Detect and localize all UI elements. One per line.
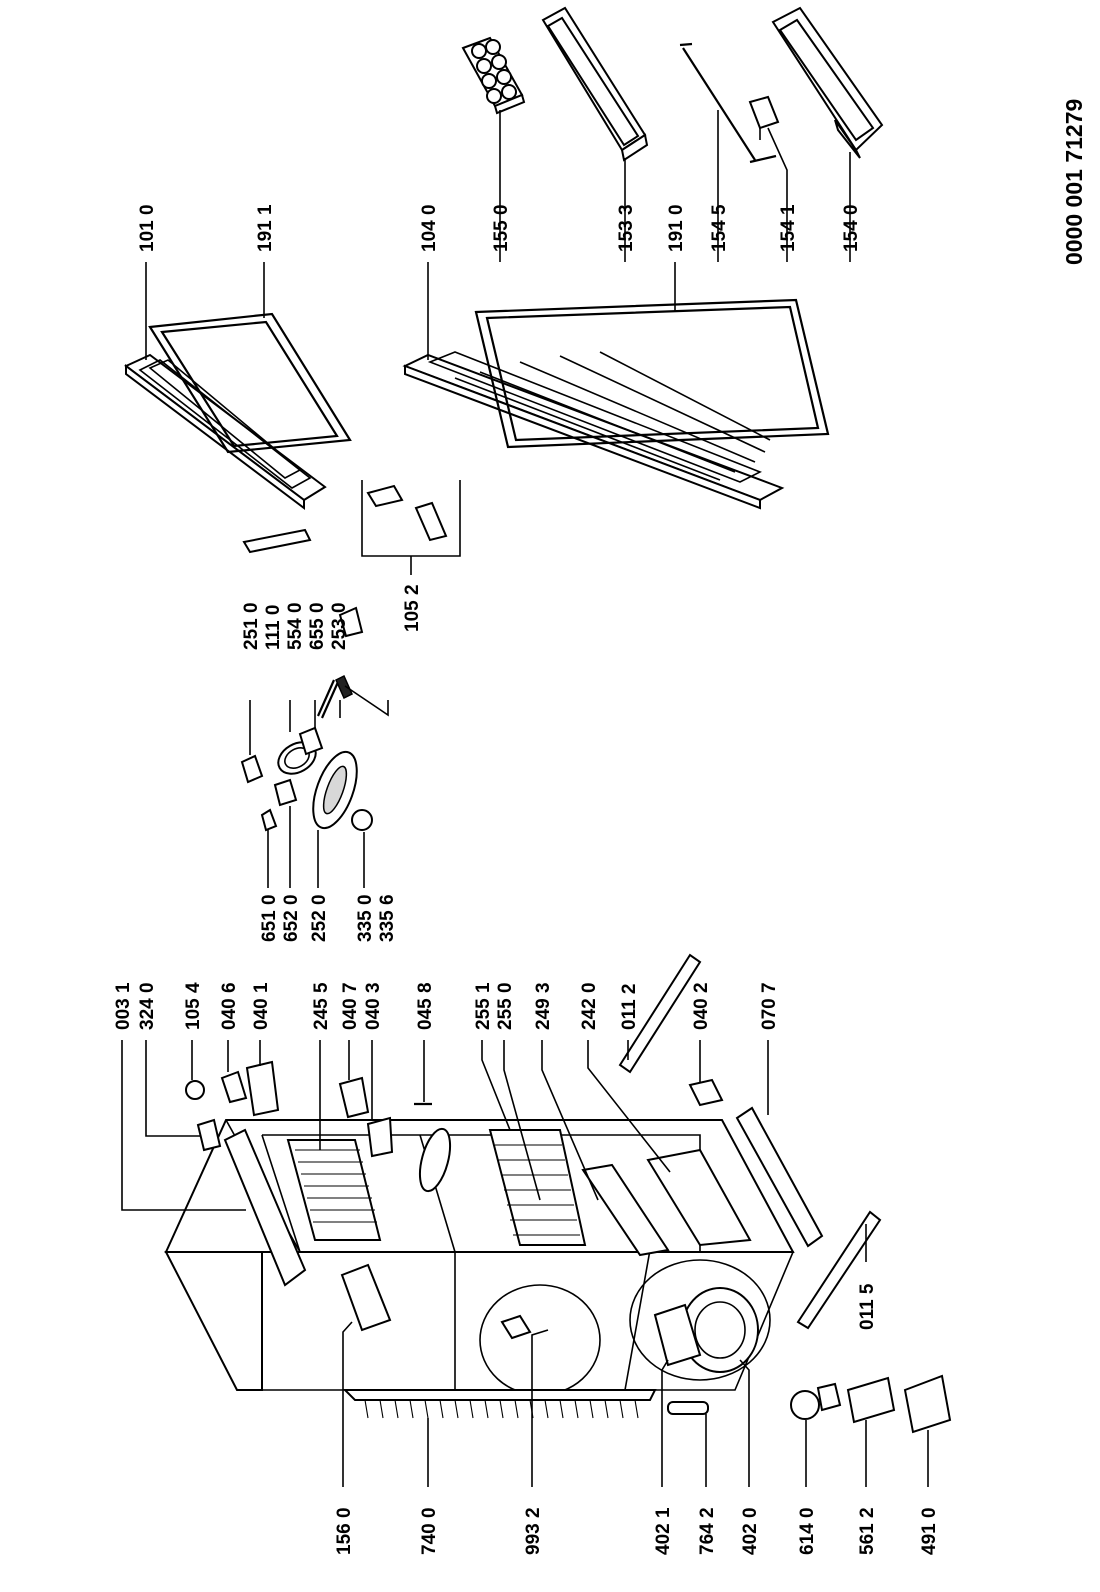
label-045-8: 045 8	[415, 982, 436, 1030]
part-door-shelf-small	[541, 6, 649, 162]
part-rod-clip	[748, 95, 780, 140]
label-740-0: 740 0	[419, 1507, 440, 1555]
label-153-3: 153 3	[616, 204, 637, 252]
label-764-2: 764 2	[697, 1507, 718, 1555]
part-egg-tray	[461, 36, 526, 115]
part-cabinet	[164, 1119, 795, 1419]
label-154-5: 154 5	[709, 204, 730, 252]
label-491-0: 491 0	[919, 1507, 940, 1555]
part-bottle-rod	[679, 42, 777, 164]
label-070-7: 070 7	[759, 982, 780, 1030]
label-251-0: 251 0	[241, 602, 262, 650]
label-040-3: 040 3	[363, 982, 384, 1030]
part-cabinet-fittings	[185, 953, 882, 1330]
label-249-3: 249 3	[533, 982, 554, 1030]
label-011-2: 011 2	[619, 984, 640, 1031]
label-111-0: 111 0	[263, 605, 284, 650]
label-011-5: 011 5	[857, 1283, 878, 1330]
label-105-4: 105 4	[183, 982, 204, 1030]
label-245-5: 245 5	[311, 982, 332, 1030]
diagram-id: 0000 001 71279	[1061, 99, 1087, 265]
label-156-0: 156 0	[334, 1507, 355, 1555]
label-993-2: 993 2	[523, 1507, 544, 1555]
part-door-shelf-large	[771, 6, 884, 159]
label-104-0: 104 0	[419, 204, 440, 252]
label-252-0: 252 0	[309, 894, 330, 942]
label-105-2: 105 2	[402, 584, 423, 632]
label-335-0: 335 0	[355, 894, 376, 942]
label-614-0: 614 0	[797, 1507, 818, 1555]
label-154-0: 154 0	[841, 204, 862, 252]
label-255-0: 255 0	[495, 982, 516, 1030]
label-652-0: 652 0	[281, 894, 302, 942]
label-324-0: 324 0	[137, 982, 158, 1030]
label-554-0: 554 0	[285, 602, 306, 650]
part-electrical	[790, 1374, 952, 1434]
part-labels: 101 0 191 1 104 0 155 0 153 3 191 0 154 …	[113, 204, 940, 1555]
part-freezer-gasket	[148, 312, 352, 454]
label-040-1: 040 1	[251, 982, 272, 1030]
label-191-1: 191 1	[255, 204, 276, 252]
label-655-0: 655 0	[307, 602, 328, 650]
label-155-0: 155 0	[491, 204, 512, 252]
part-fridge-gasket	[474, 298, 830, 449]
label-154-1: 154 1	[778, 204, 799, 252]
label-040-6: 040 6	[219, 982, 240, 1030]
part-door-hinge-set	[366, 484, 448, 542]
label-040-2: 040 2	[691, 982, 712, 1030]
leader-lines	[121, 110, 929, 1487]
label-402-0: 402 0	[740, 1507, 761, 1555]
label-242-0: 242 0	[579, 982, 600, 1030]
label-255-1: 255 1	[473, 982, 494, 1030]
label-101-0: 101 0	[137, 204, 158, 252]
label-003-1: 003 1	[113, 982, 134, 1030]
part-freezer-door	[124, 353, 327, 511]
label-561-2: 561 2	[857, 1507, 878, 1555]
label-651-0: 651 0	[259, 894, 280, 942]
label-402-1: 402 1	[653, 1507, 674, 1555]
label-191-0: 191 0	[666, 204, 687, 252]
part-thermostat-assembly	[240, 528, 373, 832]
label-253-0: 253 0	[329, 602, 350, 650]
part-fridge-door	[402, 351, 785, 510]
label-040-7: 040 7	[340, 982, 361, 1030]
label-335-6: 335 6	[377, 894, 398, 942]
